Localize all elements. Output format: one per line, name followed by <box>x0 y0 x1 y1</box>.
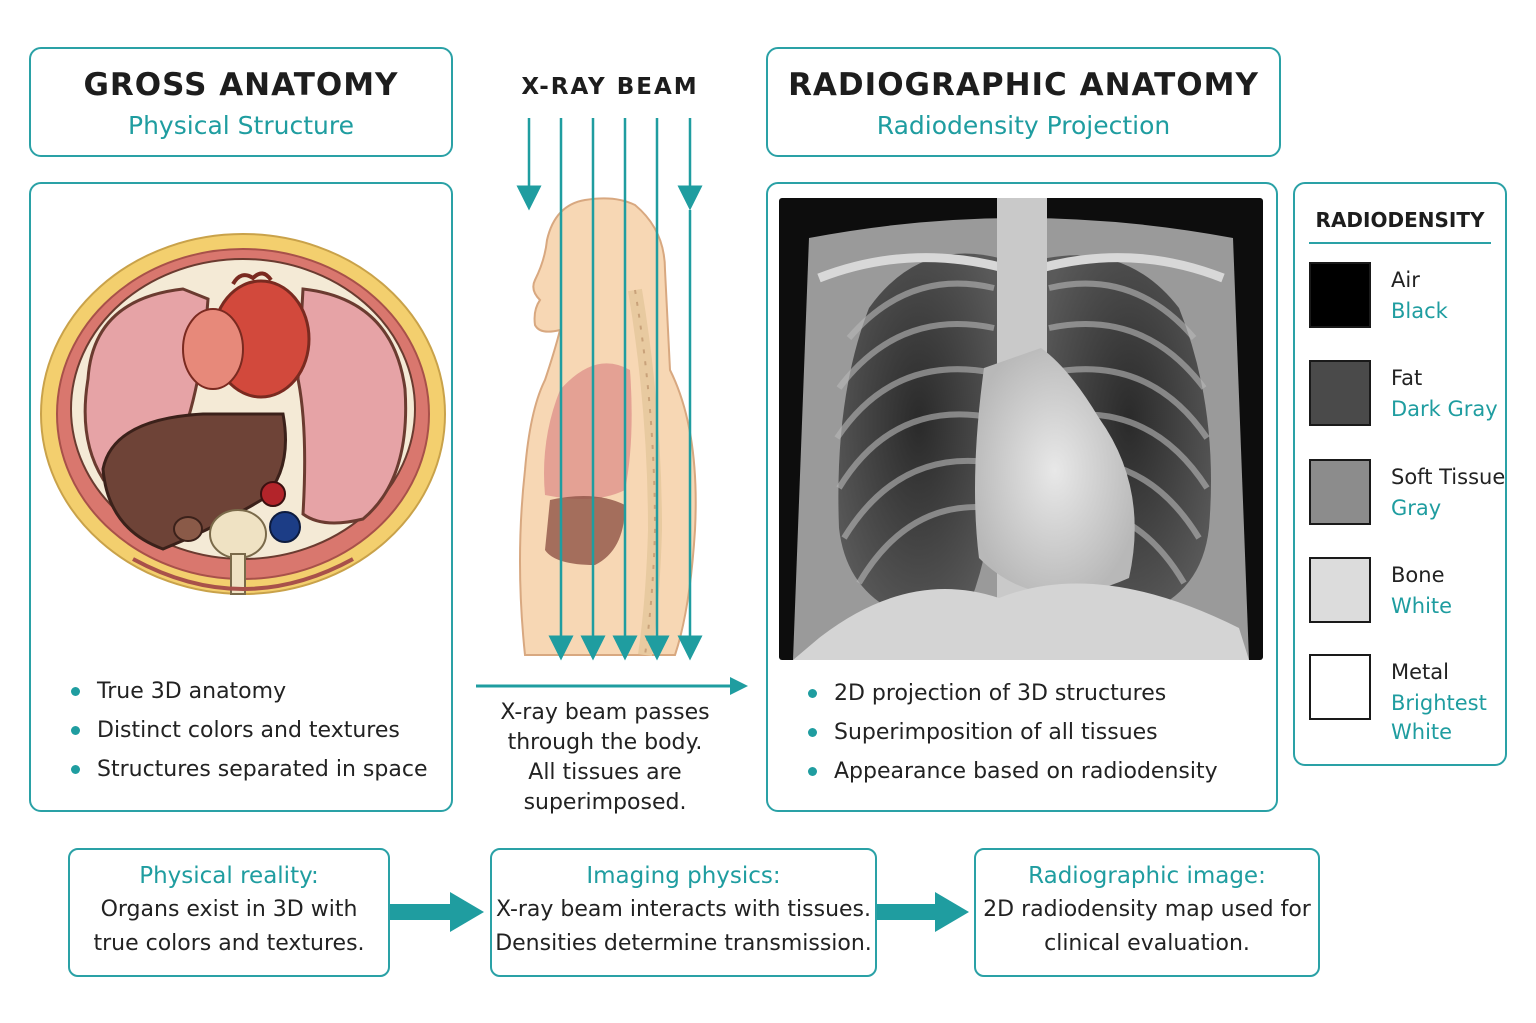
list-item: Superimposition of all tissues <box>806 713 1218 752</box>
beam-caption-line: All tissues are <box>528 760 682 785</box>
list-item: Distinct colors and textures <box>69 711 427 750</box>
flow-box-physical-reality: Physical reality: Organs exist in 3D wit… <box>68 848 390 977</box>
flow-text-line: 2D radiodensity map used for <box>983 897 1311 922</box>
flow-text-line: Organs exist in 3D with <box>100 897 358 922</box>
flow-box-radiographic-image: Radiographic image: 2D radiodensity map … <box>974 848 1320 977</box>
legend-title: RADIODENSITY <box>1315 208 1485 232</box>
flow-text-line: Densities determine transmission. <box>495 931 872 956</box>
radiographic-anatomy-panel: 2D projection of 3D structures Superimpo… <box>766 182 1278 812</box>
flow-title: Physical reality: <box>139 863 319 889</box>
legend-item-name: Metal <box>1391 660 1449 684</box>
gross-anatomy-bullets: True 3D anatomy Distinct colors and text… <box>69 672 427 789</box>
beam-caption-line: through the body. <box>507 730 703 755</box>
legend-swatch <box>1309 557 1371 623</box>
legend-item-desc: Gray <box>1391 496 1442 520</box>
legend-swatch <box>1309 360 1371 426</box>
flow-arrow-2 <box>877 892 969 932</box>
flow-text: Organs exist in 3D with true colors and … <box>70 893 388 961</box>
radiographic-anatomy-subtitle: Radiodensity Projection <box>876 111 1171 140</box>
list-item: True 3D anatomy <box>69 672 427 711</box>
legend-divider <box>1309 242 1491 244</box>
flow-title: Radiographic image: <box>1028 863 1266 889</box>
flow-arrow-1 <box>390 892 484 932</box>
xray-beam-label: X-RAY BEAM <box>521 74 699 100</box>
beam-caption: X-ray beam passes through the body. All … <box>470 698 740 818</box>
radiodensity-legend: RADIODENSITY Air Black Fat Dark Gray Sof… <box>1293 182 1507 766</box>
legend-item-desc: Dark Gray <box>1391 397 1498 421</box>
legend-swatch <box>1309 262 1371 328</box>
beam-caption-line: X-ray beam passes <box>500 700 710 725</box>
axial-chest-illustration <box>40 233 446 595</box>
gross-anatomy-header: GROSS ANATOMY Physical Structure <box>29 47 453 157</box>
legend-item-name: Soft Tissue <box>1391 465 1506 489</box>
flow-text: 2D radiodensity map used for clinical ev… <box>976 893 1318 961</box>
flow-text-line: X-ray beam interacts with tissues. <box>495 897 872 922</box>
flow-box-imaging-physics: Imaging physics: X-ray beam interacts wi… <box>490 848 877 977</box>
beam-caption-line: superimposed. <box>523 790 687 815</box>
radiographic-anatomy-header: RADIOGRAPHIC ANATOMY Radiodensity Projec… <box>766 47 1281 157</box>
radiographic-anatomy-bullets: 2D projection of 3D structures Superimpo… <box>806 674 1218 791</box>
flow-text-line: true colors and textures. <box>93 931 365 956</box>
list-item: Structures separated in space <box>69 750 427 789</box>
legend-item-name: Fat <box>1391 366 1423 390</box>
flow-text: X-ray beam interacts with tissues. Densi… <box>492 893 875 961</box>
list-item: 2D projection of 3D structures <box>806 674 1218 713</box>
legend-item-name: Air <box>1391 268 1420 292</box>
chest-xray-image <box>779 198 1263 660</box>
legend-item-desc: White <box>1391 594 1453 618</box>
radiographic-anatomy-title: RADIOGRAPHIC ANATOMY <box>788 67 1259 103</box>
beam-right-arrow <box>476 677 748 695</box>
legend-item-desc: Brightest White <box>1391 691 1487 744</box>
legend-swatch <box>1309 459 1371 525</box>
gross-anatomy-subtitle: Physical Structure <box>128 111 354 140</box>
legend-swatch <box>1309 654 1371 720</box>
flow-title: Imaging physics: <box>586 863 781 889</box>
list-item: Appearance based on radiodensity <box>806 752 1218 791</box>
flow-text-line: clinical evaluation. <box>1044 931 1250 956</box>
xray-beam-illustration <box>516 118 703 661</box>
legend-item-name: Bone <box>1391 563 1445 587</box>
gross-anatomy-title: GROSS ANATOMY <box>83 67 399 103</box>
gross-anatomy-panel: True 3D anatomy Distinct colors and text… <box>29 182 453 812</box>
legend-item-desc: Black <box>1391 299 1448 323</box>
